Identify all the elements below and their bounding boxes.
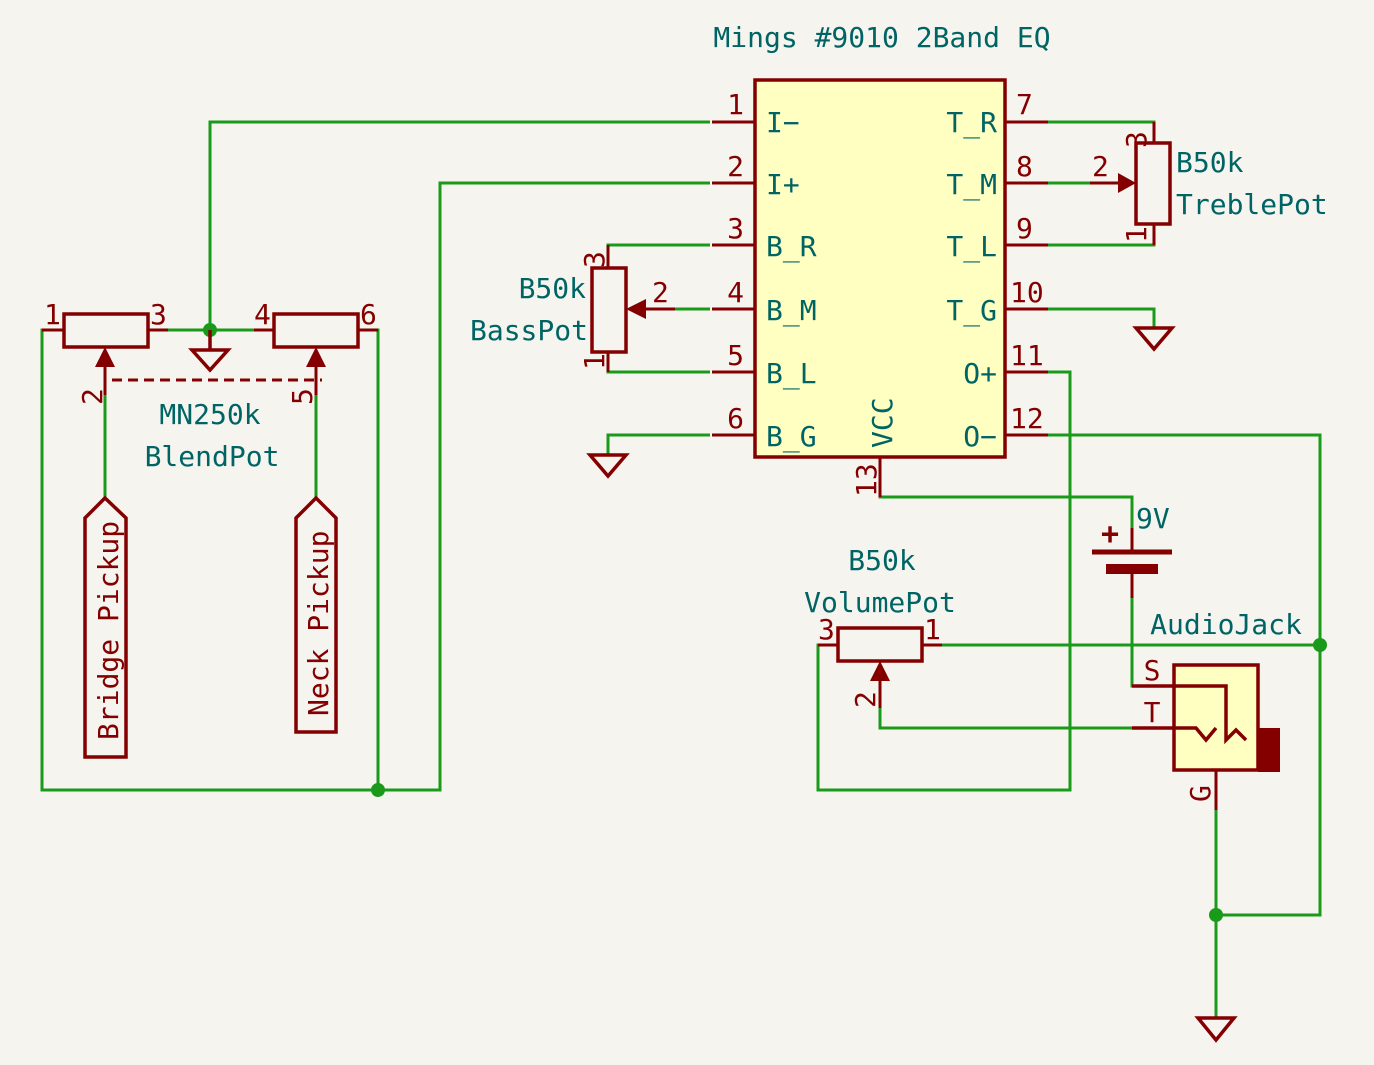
ground-icon <box>188 330 232 373</box>
pin-number: 2 <box>849 691 882 708</box>
pin-number: 1 <box>44 298 61 331</box>
volume-pot: 3 1 2 B50k VolumePot <box>804 544 956 708</box>
pin-name: B_R <box>766 230 817 264</box>
volume-pot-ref: VolumePot <box>804 586 956 619</box>
ground-icon <box>1194 1016 1238 1043</box>
pin-number: 11 <box>1010 339 1044 372</box>
ground-icon <box>586 453 630 479</box>
pin-number: 6 <box>727 402 744 435</box>
jack-pin: S <box>1144 654 1161 687</box>
pin-number: 5 <box>727 339 744 372</box>
pin-name: T_M <box>946 168 997 202</box>
jack-pin: T <box>1144 696 1161 729</box>
audio-jack: S T G AudioJack <box>1132 608 1302 810</box>
pin-name: I− <box>766 106 800 139</box>
battery: + 9V <box>1092 502 1172 598</box>
pin-number: 2 <box>652 276 669 309</box>
audio-jack-ref: AudioJack <box>1150 608 1302 641</box>
blend-pot-ref: BlendPot <box>145 440 280 473</box>
pin-number: 7 <box>1016 88 1033 121</box>
bass-pot-ref: BassPot <box>470 314 588 347</box>
treble-pot-value: B50k <box>1176 146 1244 179</box>
neck-pickup-label: Neck Pickup <box>302 531 335 716</box>
pin-number: 9 <box>1016 212 1033 245</box>
treble-pot-ref: TreblePot <box>1176 188 1328 221</box>
bass-pot-value: B50k <box>519 272 587 305</box>
battery-plus: + <box>1101 517 1119 552</box>
pin-number: 4 <box>254 298 271 331</box>
pin-number: 2 <box>1092 150 1109 183</box>
blend-pot: 1 3 4 6 2 5 MN250k BlendPot <box>42 298 378 473</box>
pin-number: 3 <box>1120 131 1153 148</box>
bass-pot: 3 2 1 B50k BassPot <box>470 245 675 372</box>
neck-pickup: Neck Pickup <box>294 495 338 734</box>
bridge-pickup: Bridge Pickup <box>83 495 128 759</box>
pin-name: VCC <box>866 397 899 448</box>
eq-ic: 1 2 3 4 5 6 I− I+ B_R B_M B_L B_G 7 8 9 … <box>712 78 1048 497</box>
pin-name: B_L <box>766 357 817 391</box>
volume-pot-value: B50k <box>848 544 916 577</box>
pin-name: T_R <box>946 106 997 140</box>
pin-number: 3 <box>150 298 167 331</box>
pin-name: I+ <box>766 168 800 201</box>
jack-pin: G <box>1184 785 1217 802</box>
pin-number: 2 <box>76 388 109 405</box>
pin-number: 3 <box>727 212 744 245</box>
pin-number: 4 <box>727 276 744 309</box>
junctions <box>203 323 1327 922</box>
pin-number: 2 <box>727 150 744 183</box>
pin-name: B_G <box>766 420 817 454</box>
bridge-pickup-label: Bridge Pickup <box>92 521 125 740</box>
battery-value: 9V <box>1136 502 1170 535</box>
pin-number: 1 <box>727 88 744 121</box>
pin-number: 12 <box>1010 402 1044 435</box>
pin-number: 13 <box>850 463 883 497</box>
pin-number: 5 <box>286 388 319 405</box>
blend-pot-value: MN250k <box>159 398 260 431</box>
pin-name: T_G <box>946 294 997 328</box>
pin-number: 8 <box>1016 150 1033 183</box>
pin-number: 3 <box>578 251 611 268</box>
pin-number: 1 <box>1120 226 1153 243</box>
pin-number: 3 <box>818 613 835 646</box>
treble-pot: 3 2 1 B50k TreblePot <box>1090 122 1328 245</box>
pin-name: O− <box>963 420 997 453</box>
pin-number: 1 <box>924 613 941 646</box>
ground-icon <box>1132 326 1176 352</box>
pin-name: O+ <box>963 357 997 390</box>
pin-name: T_L <box>946 230 997 264</box>
pin-number: 1 <box>578 353 611 370</box>
pin-number: 6 <box>360 298 377 331</box>
ic-title: Mings #9010 2Band EQ <box>713 21 1050 54</box>
pin-name: B_M <box>766 294 817 328</box>
pin-number: 10 <box>1010 276 1044 309</box>
